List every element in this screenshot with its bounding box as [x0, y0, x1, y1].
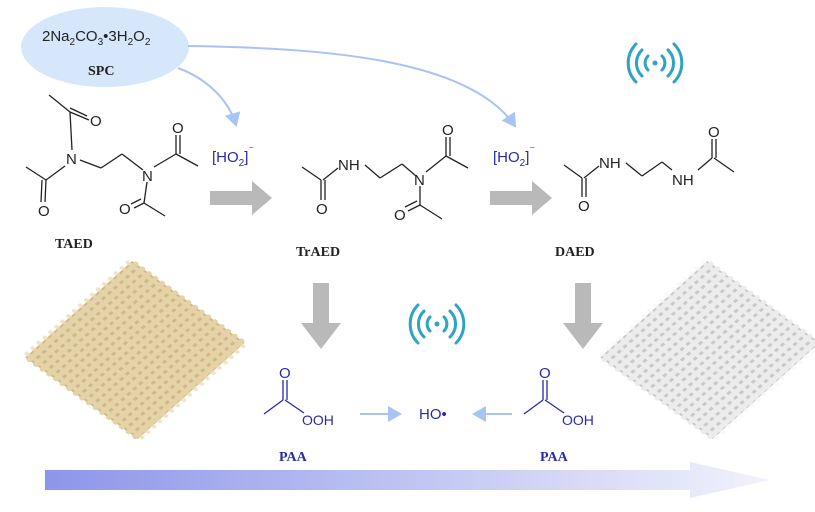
- daed-atoms: NH O NH O: [578, 124, 720, 215]
- svg-text:NH: NH: [672, 172, 694, 189]
- taed-label: TAED: [55, 237, 93, 252]
- paa-right-label: PAA: [540, 450, 569, 465]
- svg-text:N: N: [66, 151, 77, 168]
- paa-right-carbonyl-o: O: [539, 365, 551, 382]
- paa-left-carbonyl-o: O: [279, 365, 291, 382]
- svg-text:O: O: [38, 203, 50, 220]
- hydroperoxide-ion-label-2: [HO2]⁻: [493, 144, 535, 169]
- svg-text:O: O: [578, 198, 590, 215]
- svg-text:O: O: [172, 120, 184, 137]
- hydroperoxide-ion-label-1: [HO2]⁻: [212, 144, 254, 169]
- ultrasound-wave-icon: [408, 303, 466, 345]
- svg-text:O: O: [708, 124, 720, 141]
- spc-to-first-step-arrow: [177, 67, 241, 127]
- paa-left-structure: [263, 380, 305, 415]
- daed-label: DAED: [555, 245, 595, 260]
- step-arrow-2: [490, 181, 552, 215]
- hydroxyl-radical-label: HO•: [419, 406, 447, 423]
- fabric-before-icon: [24, 260, 246, 440]
- spc-formula: 2Na2CO3•3H2O2: [42, 28, 151, 48]
- taed-structure: [25, 94, 199, 217]
- svg-text:O: O: [442, 122, 454, 139]
- svg-text:O: O: [90, 113, 102, 130]
- svg-text:O: O: [119, 201, 131, 218]
- spc-label: SPC: [88, 64, 114, 79]
- process-direction-arrow: [45, 462, 770, 498]
- ultrasound-wave-icon: [626, 42, 684, 84]
- taed-atoms: O N O N O O: [38, 113, 184, 220]
- svg-text:NH: NH: [599, 155, 621, 172]
- spc-reagent: 2Na2CO3•3H2O2 SPC: [21, 7, 189, 87]
- svg-text:N: N: [142, 168, 153, 185]
- traed-to-paa-arrow: [301, 283, 341, 349]
- svg-text:O: O: [316, 201, 328, 218]
- spc-to-second-step-arrow: [187, 45, 517, 128]
- paa-left-ooh: OOH: [302, 412, 334, 428]
- svg-text:O: O: [394, 207, 406, 224]
- svg-text:N: N: [414, 172, 425, 189]
- paa-right-structure: [523, 380, 565, 415]
- paa-left-label: PAA: [279, 450, 308, 465]
- paa-right-ooh: OOH: [562, 412, 594, 428]
- traed-structure: [301, 137, 469, 220]
- daed-structure: [563, 139, 735, 197]
- traed-label: TrAED: [296, 245, 340, 260]
- spc-oval: [21, 7, 189, 87]
- fabric-after-icon: [599, 260, 815, 440]
- daed-to-paa-arrow: [563, 283, 603, 349]
- traed-atoms: NH O N O O: [316, 122, 454, 224]
- step-arrow-1: [210, 181, 272, 215]
- svg-text:NH: NH: [338, 157, 360, 174]
